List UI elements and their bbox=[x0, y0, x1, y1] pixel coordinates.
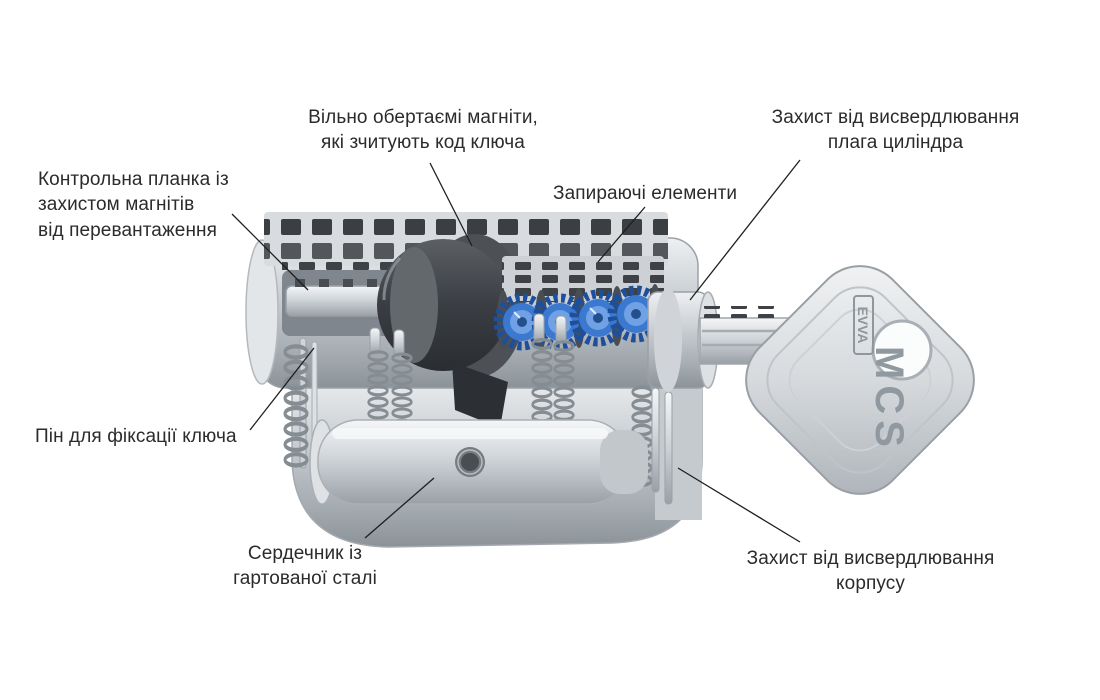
leader-lines bbox=[231, 159, 801, 543]
label-drill-protection-plug: Захист від висвердлювання плага циліндра bbox=[758, 105, 1033, 156]
leader-line-drill-plug bbox=[689, 159, 801, 301]
svg-text:EVVA: EVVA bbox=[855, 306, 871, 343]
control-bar bbox=[282, 258, 400, 336]
label-text-line: які зчитують код ключа bbox=[321, 132, 525, 154]
label-text-line: Контрольна планка із bbox=[38, 169, 229, 190]
leader-line-locking bbox=[597, 206, 646, 263]
label-text-line: захистом магнітів bbox=[38, 194, 195, 216]
label-drill-protection-body: Захист від висвердлювання корпусу bbox=[733, 546, 1008, 597]
leader-line-core bbox=[364, 477, 435, 539]
key-bow: EVVA MCS bbox=[745, 265, 975, 495]
label-hardened-steel-core: Сердечник із гартованої сталі bbox=[220, 541, 390, 592]
label-text-line: гартованої сталі bbox=[233, 568, 377, 590]
screw-hole bbox=[455, 447, 485, 477]
label-text-line: від перевантаження bbox=[38, 219, 218, 241]
plug-front-face bbox=[245, 239, 279, 385]
mcs-text: MCS bbox=[867, 346, 911, 453]
evva-logo: EVVA bbox=[853, 295, 874, 355]
locking-element-pins bbox=[369, 313, 567, 357]
magnet-rotor bbox=[377, 234, 525, 428]
label-text-line: Сердечник із bbox=[247, 543, 363, 564]
label-text-line: корпусу bbox=[836, 573, 905, 595]
leader-line-pin bbox=[249, 347, 315, 431]
leader-line-magnets bbox=[429, 162, 473, 247]
label-text-line: Запираючі елементи bbox=[553, 183, 738, 204]
label-text-line: Захист від висвердлювання bbox=[746, 548, 995, 569]
label-text-line: Захист від висвердлювання bbox=[771, 107, 1020, 128]
label-text-line: Пін для фіксації ключа bbox=[35, 426, 237, 447]
leader-line-control-bar bbox=[231, 213, 309, 291]
leader-line-drill-body bbox=[677, 467, 801, 543]
label-locking-elements: Запираючі елементи bbox=[553, 181, 773, 206]
label-control-bar: Контрольна планка із захистом магнітів в… bbox=[38, 167, 253, 243]
hardened-steel-core bbox=[309, 419, 648, 505]
label-text-line: Вільно обертаємі магніти, bbox=[308, 107, 538, 128]
svg-text:MCS: MCS bbox=[867, 346, 911, 453]
label-free-rotating-magnets: Вільно обертаємі магніти, які зчитують к… bbox=[283, 105, 563, 156]
label-text-line: плага циліндра bbox=[827, 132, 964, 154]
label-key-fixation-pin: Пін для фіксації ключа bbox=[35, 424, 260, 449]
